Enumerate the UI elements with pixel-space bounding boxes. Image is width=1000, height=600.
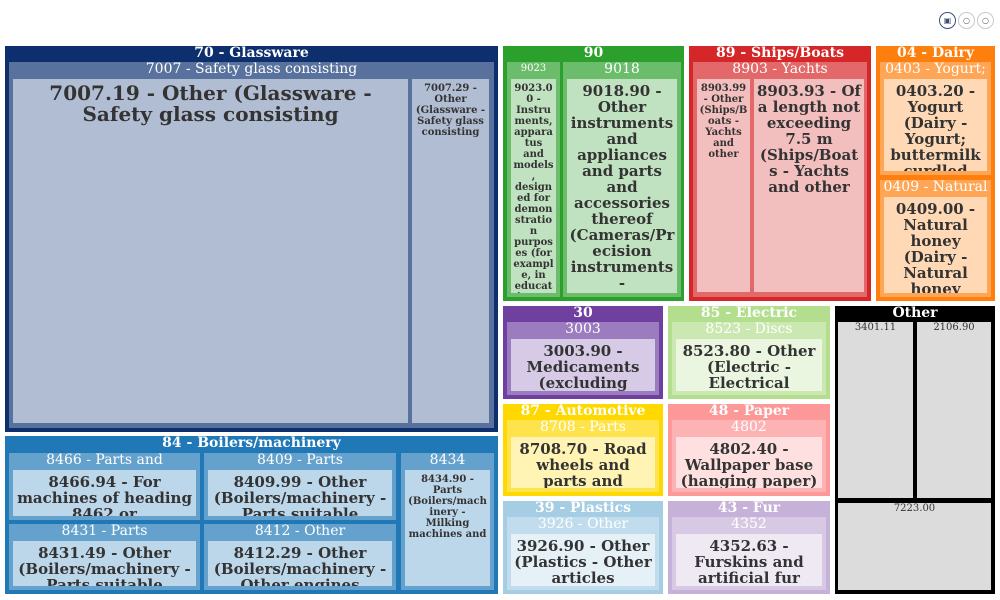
- treemap-label: 3003: [565, 322, 601, 337]
- treemap-label: 8431 - Parts: [61, 524, 148, 539]
- treemap-label: 90: [583, 46, 604, 61]
- treemap-leaf-label: 8431.49 - Other (Boilers/machinery - Par…: [18, 544, 191, 586]
- treemap-leaf[interactable]: 8903.93 - Of a length not exceeding 7.5 …: [754, 79, 864, 292]
- treemap-leaf-label: 7007.19 - Other (Glassware - Safety glas…: [49, 81, 372, 126]
- treemap-label: 89 - Ships/Boats: [715, 46, 845, 61]
- treemap-label: 0403 - Yogurt;: [885, 62, 986, 77]
- treemap-label: 8466 - Parts and: [46, 453, 163, 468]
- treemap-leaf[interactable]: 4352.63 - Furskins and artificial fur: [676, 534, 822, 586]
- treemap-label: 3926 - Other: [537, 517, 629, 532]
- treemap-leaf-label: 8523.80 - Other (Electric - Electrical: [682, 342, 816, 391]
- treemap-leaf[interactable]: 4802.40 - Wallpaper base (hanging paper)…: [676, 437, 822, 488]
- treemap-leaf[interactable]: 7007.19 - Other (Glassware - Safety glas…: [13, 79, 408, 423]
- treemap-leaf-label: 4802.40 - Wallpaper base (hanging paper)…: [680, 440, 818, 488]
- treemap-label: 85 - Electric: [700, 306, 798, 321]
- treemap-leaf[interactable]: 3003.90 - Medicaments (excluding goods o…: [511, 339, 655, 391]
- treemap-leaf[interactable]: 9018.90 - Other instruments and applianc…: [567, 79, 677, 293]
- treemap-leaf-label: 8434.90 - Parts (Boilers/machinery - Mil…: [408, 474, 487, 540]
- image-button[interactable]: ▣: [939, 12, 956, 29]
- treemap-label: 30: [573, 306, 593, 321]
- treemap-leaf-label: 8409.99 - Other (Boilers/machinery - Par…: [213, 473, 387, 516]
- treemap-leaf-label: 9018.90 - Other instruments and applianc…: [569, 82, 675, 293]
- treemap-leaf-label: 3003.90 - Medicaments (excluding goods o…: [526, 342, 640, 391]
- treemap-label: 9023: [520, 63, 547, 74]
- treemap-leaf-label: 8466.94 - For machines of heading 8462 o…: [17, 473, 192, 516]
- treemap-leaf[interactable]: 7223.00: [838, 503, 991, 590]
- treemap-leaf[interactable]: 3926.90 - Other (Plastics - Other articl…: [511, 534, 655, 586]
- treemap-leaf-label: 7223.00: [893, 503, 936, 514]
- treemap-label: 70 - Glassware: [194, 46, 309, 61]
- treemap-leaf-label: 3926.90 - Other (Plastics - Other articl…: [514, 537, 652, 586]
- treemap-leaf[interactable]: 8412.29 - Other (Boilers/machinery - Oth…: [208, 541, 392, 586]
- treemap-leaf-label: 7007.29 - Other (Glassware - Safety glas…: [415, 83, 486, 138]
- treemap-leaf[interactable]: 0403.20 - Yogurt (Dairy - Yogurt; butter…: [884, 79, 987, 171]
- image-icon: ▣: [943, 16, 952, 25]
- treemap-leaf-label: 0409.00 - Natural honey (Dairy - Natural…: [895, 200, 976, 293]
- treemap-leaf[interactable]: 8523.80 - Other (Electric - Electrical: [676, 339, 822, 391]
- treemap-label: 39 - Plastics: [534, 501, 632, 516]
- reset-button[interactable]: ○: [977, 12, 994, 29]
- treemap-leaf-label: 8903.93 - Of a length not exceeding 7.5 …: [756, 82, 862, 196]
- treemap-leaf-label: 8412.29 - Other (Boilers/machinery - Oth…: [213, 544, 387, 586]
- zoom-button[interactable]: ○: [958, 12, 975, 29]
- treemap-label: 04 - Dairy: [896, 46, 975, 61]
- treemap-label: 8523 - Discs: [705, 322, 793, 337]
- treemap-label: 84 - Boilers/machinery: [162, 436, 341, 451]
- chart-toolbar: ▣ ○ ○: [939, 12, 994, 29]
- treemap-label: 7007 - Safety glass consisting: [145, 62, 358, 77]
- zoom-icon: ○: [963, 16, 970, 25]
- treemap-label: 48 - Paper: [708, 404, 790, 419]
- treemap-leaf[interactable]: 9023.00 - Instruments, apparatus and mod…: [511, 79, 556, 293]
- treemap-label: 8708 - Parts: [540, 420, 626, 435]
- treemap-label: 4352: [731, 517, 767, 532]
- treemap-label: 8434: [429, 453, 466, 468]
- treemap-leaf[interactable]: 0409.00 - Natural honey (Dairy - Natural…: [884, 197, 987, 293]
- treemap-leaf[interactable]: 8708.70 - Road wheels and parts and acce…: [511, 437, 655, 488]
- treemap-leaf-label: 8708.70 - Road wheels and parts and acce…: [519, 440, 647, 488]
- treemap-leaf-label: 2106.90: [933, 322, 975, 333]
- treemap-leaf[interactable]: 8409.99 - Other (Boilers/machinery - Par…: [208, 470, 392, 516]
- treemap-leaf[interactable]: 7007.29 - Other (Glassware - Safety glas…: [412, 79, 489, 423]
- treemap-label: 8903 - Yachts: [732, 62, 828, 77]
- treemap-leaf[interactable]: 8434.90 - Parts (Boilers/machinery - Mil…: [405, 470, 490, 586]
- treemap-leaf-label: 8903.99 - Other (Ships/Boats - Yachts an…: [699, 83, 748, 160]
- treemap-leaf[interactable]: 8903.99 - Other (Ships/Boats - Yachts an…: [697, 79, 750, 292]
- reset-icon: ○: [982, 16, 989, 25]
- treemap-label: 9018: [604, 62, 640, 77]
- treemap-leaf[interactable]: 8431.49 - Other (Boilers/machinery - Par…: [13, 541, 196, 586]
- treemap-label: 4802: [731, 420, 767, 435]
- treemap-label: 43 - Fur: [717, 501, 781, 516]
- treemap-label: 87 - Automotive: [520, 404, 646, 419]
- treemap-leaf[interactable]: 2106.90: [917, 322, 991, 498]
- treemap-label: 0409 - Natural: [883, 180, 988, 195]
- treemap-label: 8409 - Parts: [257, 453, 343, 468]
- treemap-label: 8412 - Other: [254, 524, 346, 539]
- treemap-leaf-label: 4352.63 - Furskins and artificial fur: [694, 537, 804, 586]
- treemap-leaf[interactable]: 3401.11: [838, 322, 913, 498]
- treemap-label: Other: [892, 306, 938, 321]
- treemap-leaf-label: 3401.11: [854, 322, 897, 333]
- treemap-leaf-label: 9023.00 - Instruments, apparatus and mod…: [513, 83, 554, 293]
- treemap-leaf[interactable]: 8466.94 - For machines of heading 8462 o…: [13, 470, 196, 516]
- treemap-leaf-label: 0403.20 - Yogurt (Dairy - Yogurt; butter…: [890, 82, 981, 171]
